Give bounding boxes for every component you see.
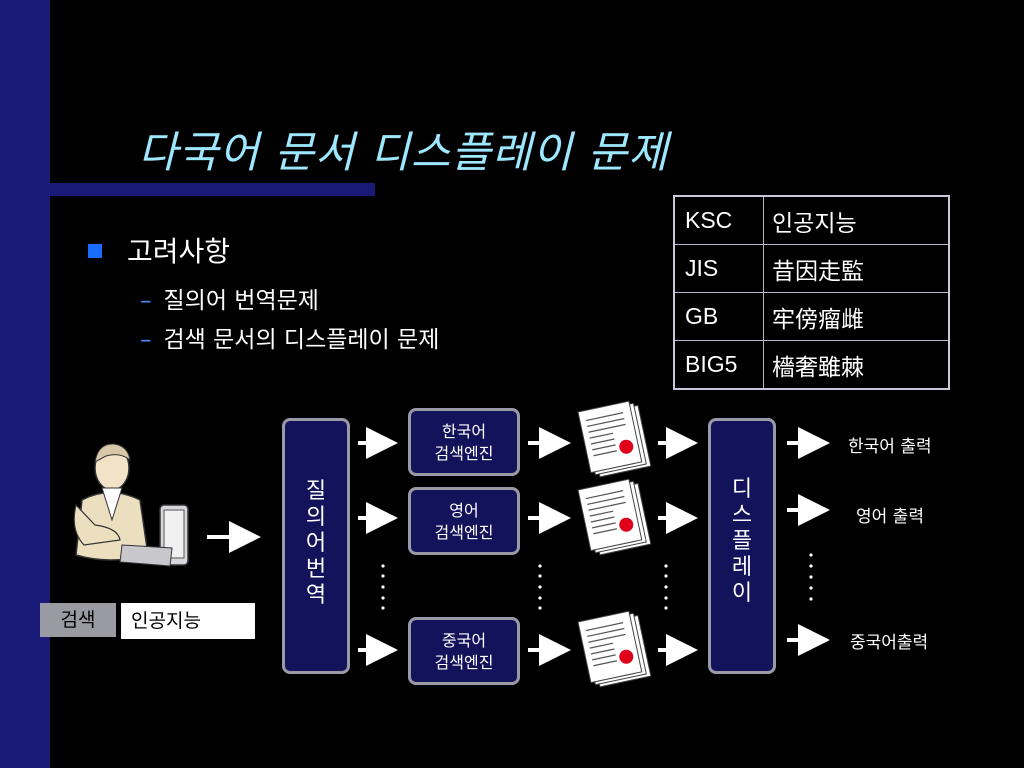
display-label: 디 스 플 레 이: [711, 477, 773, 607]
query-translation-box: 질 의 어 번 역: [282, 418, 350, 674]
sub-bullet-text: 질의어 번역문제: [163, 288, 319, 314]
table-row: GB 牢傍瘤雌: [673, 292, 950, 341]
char: 스: [731, 503, 753, 528]
dash-icon: –: [140, 288, 152, 314]
slide-title: 다국어 문서 디스플레이 문제: [138, 128, 669, 178]
chinese-search-engine-box: 중국어 검색엔진: [408, 617, 520, 685]
code-cell: KSC: [673, 195, 764, 245]
char: 어: [305, 531, 327, 556]
title-underline-bar: [0, 183, 375, 196]
table-row: BIG5 檣奢雖棘: [673, 340, 950, 390]
chinese-output-label: 중국어출력: [850, 633, 929, 653]
engine-line1: 영어: [449, 501, 479, 520]
search-button[interactable]: 검색: [40, 603, 116, 637]
table-row: JIS 昔因走監: [673, 244, 950, 293]
code-cell: JIS: [673, 244, 764, 293]
engine-line1: 한국어: [441, 422, 487, 441]
engine-line2: 검색엔진: [434, 653, 494, 672]
char: 플: [731, 529, 753, 554]
display-box: 디 스 플 레 이: [708, 418, 776, 674]
text-cell: 인공지능: [763, 195, 950, 245]
query-translation-label: 질 의 어 번 역: [285, 479, 347, 609]
korean-output-label: 한국어 출력: [848, 437, 932, 457]
char: 디: [731, 477, 753, 502]
document-stack-icon: [577, 400, 652, 478]
char: 질: [305, 479, 327, 504]
char: 역: [305, 583, 327, 608]
char: 번: [305, 557, 327, 582]
ellipsis-dots: [381, 553, 813, 610]
text-cell: 昔因走監: [763, 244, 950, 293]
korean-search-engine-box: 한국어 검색엔진: [408, 408, 520, 476]
user-at-computer-icon: [73, 443, 189, 567]
bullet-text: 고려사항: [127, 235, 231, 268]
char: 레: [731, 555, 753, 580]
engine-line2: 검색엔진: [434, 523, 494, 542]
sub-bullet-2: –검색 문서의 디스플레이 문제: [140, 320, 439, 354]
dash-icon: –: [140, 327, 152, 353]
code-cell: GB: [673, 292, 764, 341]
english-search-engine-box: 영어 검색엔진: [408, 487, 520, 555]
engine-line1: 중국어: [441, 631, 487, 650]
char: 의: [305, 505, 327, 530]
document-stack-icon: [577, 610, 652, 688]
bullet-square-icon: [88, 244, 102, 258]
left-accent-bar: [0, 0, 50, 768]
text-cell: 牢傍瘤雌: [763, 292, 950, 341]
encoding-table: KSC 인공지능 JIS 昔因走監 GB 牢傍瘤雌 BIG5 檣奢雖棘: [673, 195, 950, 390]
search-input[interactable]: 인공지능: [121, 603, 255, 639]
english-output-label: 영어 출력: [856, 507, 924, 527]
table-row: KSC 인공지능: [673, 195, 950, 245]
sub-bullet-1: –질의어 번역문제: [140, 281, 319, 315]
char: 이: [731, 581, 753, 606]
engine-line2: 검색엔진: [434, 444, 494, 463]
sub-bullet-text: 검색 문서의 디스플레이 문제: [163, 327, 440, 353]
text-cell: 檣奢雖棘: [763, 340, 950, 390]
document-stack-icon: [577, 478, 652, 556]
